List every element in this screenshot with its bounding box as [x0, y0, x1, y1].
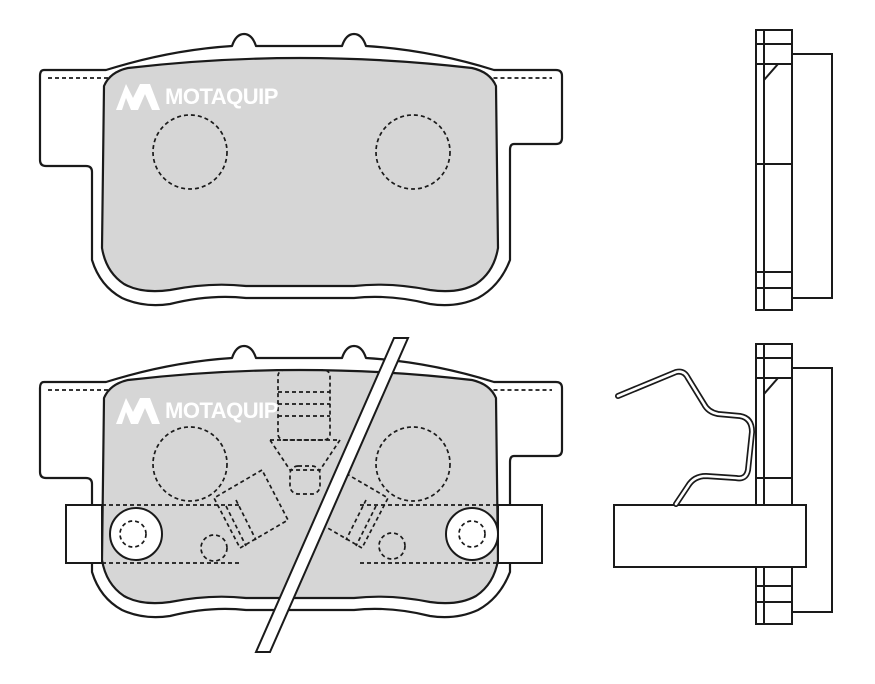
piston-contact-right-dashed: [375, 426, 451, 502]
backing-plate-side: [755, 343, 793, 625]
spring-clip: [615, 368, 755, 507]
shim-hole-left-outer: [109, 507, 163, 561]
shim-tab-left: [65, 504, 103, 564]
shim-tab-right: [497, 504, 543, 564]
section-cut-line: [254, 337, 410, 653]
front-pad-top-view: MOTAQUIP: [38, 32, 564, 307]
logo-wordmark: MOTAQUIP: [165, 398, 278, 423]
spring-clip-inner: [616, 370, 754, 506]
shim-side: [613, 504, 807, 568]
logo-wordmark: MOTAQUIP: [165, 84, 278, 109]
piston-contact-left-dashed: [152, 426, 228, 502]
motaquip-logo: MOTAQUIP: [116, 398, 278, 424]
plate-line-d: [763, 377, 779, 395]
motaquip-logo: MOTAQUIP: [116, 84, 278, 110]
shim-hole-right-inner: [458, 520, 486, 548]
side-pad-top-view: [755, 29, 833, 311]
plate-line-d: [763, 63, 779, 81]
shim-hole-left-inner: [119, 520, 147, 548]
front-pad-bottom-view: MOTAQUIP: [38, 337, 564, 653]
shim-hole-right-outer: [445, 507, 499, 561]
piston-contact-left-dashed: [152, 114, 228, 190]
friction-block-side: [791, 53, 833, 299]
side-pad-bottom-view: [613, 343, 833, 625]
motaquip-peaks-icon: [116, 398, 160, 424]
friction-block-side: [791, 367, 833, 613]
backing-plate-side: [755, 29, 793, 311]
motaquip-peaks-icon: [116, 84, 160, 110]
piston-contact-right-dashed: [375, 114, 451, 190]
wear-sensor-clip-dashed: [200, 369, 406, 562]
